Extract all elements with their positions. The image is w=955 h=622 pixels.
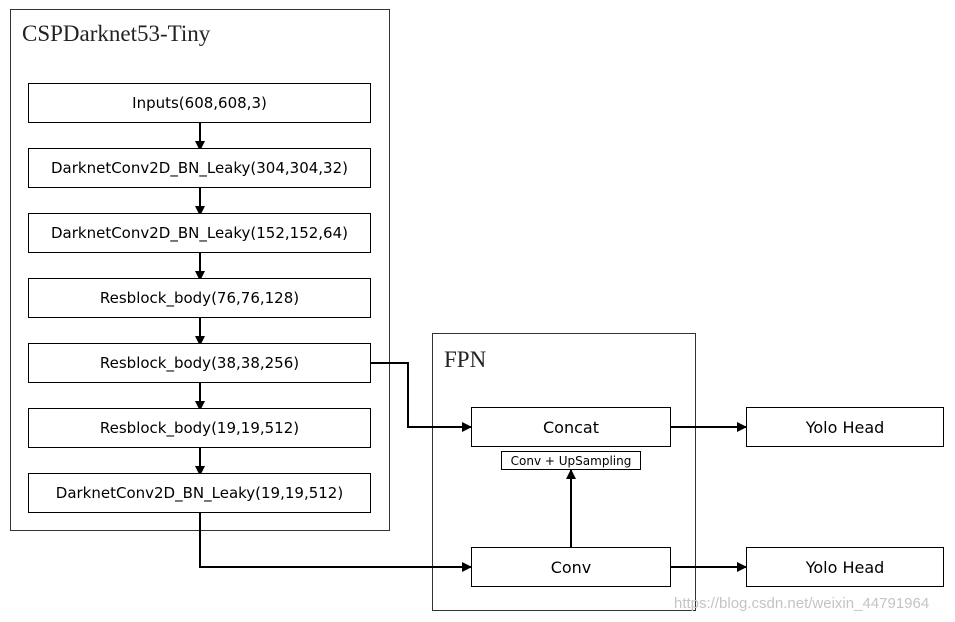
backbone-title: CSPDarknet53-Tiny (22, 21, 211, 46)
arrow-backbone-to-conv (199, 513, 472, 572)
layer-box: Resblock_body(76,76,128) (28, 278, 371, 318)
arrow-resblock-to-concat (371, 362, 472, 432)
layer-box: Resblock_body(38,38,256) (28, 343, 371, 383)
layer-box: DarknetConv2D_BN_Leaky(304,304,32) (28, 148, 371, 188)
fpn-title: FPN (444, 347, 487, 372)
layer-box: Inputs(608,608,3) (28, 83, 371, 123)
yolo-head-box: Yolo Head (746, 407, 944, 447)
conv-box: Conv (471, 547, 671, 587)
layer-box: DarknetConv2D_BN_Leaky(152,152,64) (28, 213, 371, 253)
layer-box: Resblock_body(19,19,512) (28, 408, 371, 448)
fpn-container (432, 333, 696, 611)
layer-box: DarknetConv2D_BN_Leaky(19,19,512) (28, 473, 371, 513)
concat-box: Concat (471, 407, 671, 447)
yolo-head-box: Yolo Head (746, 547, 944, 587)
watermark-text: https://blog.csdn.net/weixin_44791964 (674, 595, 930, 612)
upsampling-label: Conv + UpSampling (501, 451, 641, 470)
